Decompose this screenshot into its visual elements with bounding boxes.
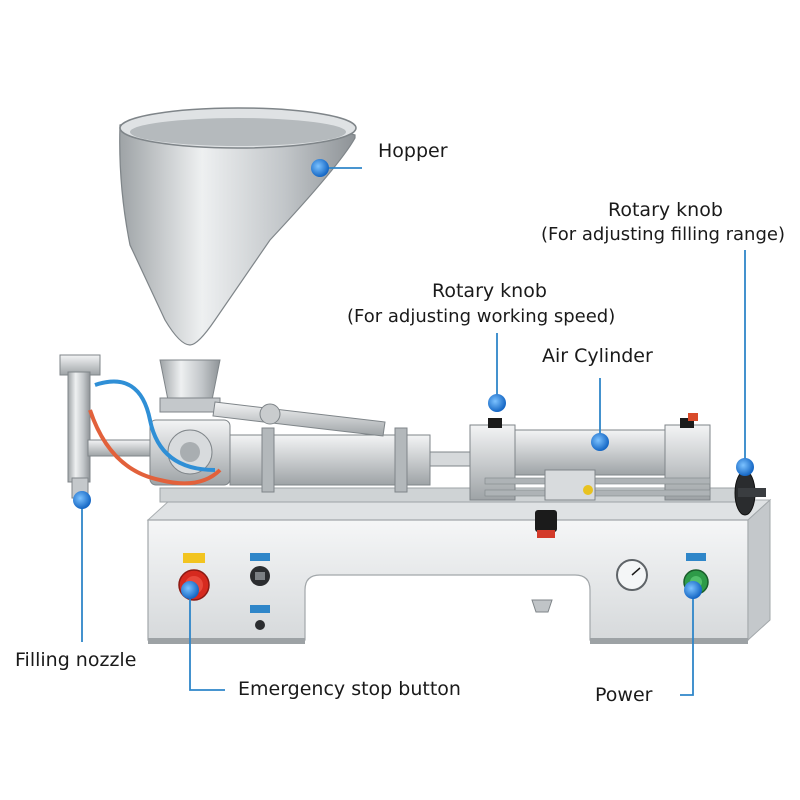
label-filling-nozzle: Filling nozzle xyxy=(15,649,137,671)
blue-dot-icon xyxy=(311,159,329,177)
red-hose xyxy=(88,409,222,486)
control-panel xyxy=(178,553,709,630)
material-cylinder xyxy=(229,427,471,493)
cabinet-base xyxy=(146,498,772,644)
callout-markers xyxy=(73,159,754,599)
valve-body xyxy=(149,419,231,486)
blue-hose xyxy=(94,379,216,472)
air-cylinder-assembly xyxy=(469,413,711,501)
label-knob-range-sub: (For adjusting filling range) xyxy=(541,224,785,245)
label-hopper: Hopper xyxy=(378,140,448,162)
regulator-knob-icon xyxy=(535,510,557,532)
label-air-cylinder: Air Cylinder xyxy=(542,345,653,367)
blue-dot-icon xyxy=(73,491,91,509)
blue-dot-icon xyxy=(181,581,199,599)
label-knob-range-title: Rotary knob xyxy=(608,199,723,221)
label-knob-speed-title: Rotary knob xyxy=(432,280,547,302)
blue-dot-icon xyxy=(591,433,609,451)
hopper xyxy=(119,107,357,413)
blue-dot-icon xyxy=(736,458,754,476)
blue-dot-icon xyxy=(488,394,506,412)
label-power: Power xyxy=(595,684,653,706)
label-knob-speed-sub: (For adjusting working speed) xyxy=(347,306,616,327)
blue-dot-icon xyxy=(684,581,702,599)
label-emergency-stop: Emergency stop button xyxy=(238,678,461,700)
upper-cylinder xyxy=(212,401,386,437)
filling-nozzle-assembly xyxy=(59,354,151,499)
callout-lines xyxy=(81,167,746,696)
